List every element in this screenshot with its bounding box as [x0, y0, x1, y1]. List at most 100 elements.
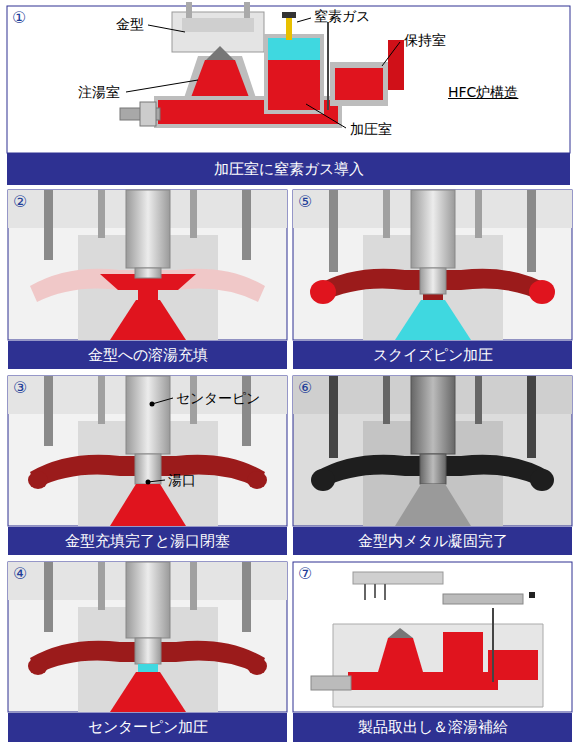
filling-panel-part [138, 278, 158, 302]
squeeze-panel-part [420, 268, 446, 294]
gate-closing-panel-part [98, 376, 105, 424]
callout-number: ① [12, 9, 26, 27]
gate-closing-panel-part [152, 398, 173, 404]
step-caption: 加圧室に窒素ガス導入 [214, 160, 364, 179]
solidified-panel-part [293, 376, 572, 526]
furnace-panel-part [268, 60, 320, 110]
solidified-panel-part [329, 376, 338, 458]
step-caption: センターピン加圧 [88, 718, 208, 737]
furnace-panel-part [148, 25, 185, 32]
step-band: スクイズピン加圧 [293, 341, 572, 369]
squeeze-panel-part [329, 190, 338, 272]
callout-number: ③ [13, 379, 27, 397]
gate-closing-panel-part [44, 376, 53, 446]
solidified-panel-part [530, 469, 554, 491]
removal-panel-part [333, 624, 543, 707]
squeeze-panel-part [383, 190, 390, 238]
center-pin-panel-part [44, 562, 53, 632]
part-label: 注湯室 [78, 84, 120, 100]
step-band: 金型への溶湯充填 [8, 341, 287, 369]
furnace-panel-part [297, 18, 311, 22]
removal-panel-part [443, 594, 523, 604]
part-label: HFC炉構造 [448, 84, 518, 100]
step-caption: 金型への溶湯充填 [88, 346, 208, 365]
squeeze-panel-part [395, 300, 471, 340]
squeeze-panel-part [310, 280, 336, 304]
solidified-panel-part [475, 376, 482, 424]
callout-number: ② [13, 193, 27, 211]
step-band: 金型内メタル凝固完了 [293, 527, 572, 555]
removal-panel-part [293, 562, 572, 712]
filling-panel-part [190, 190, 197, 238]
gate-closing-panel-part [126, 376, 170, 454]
gate-closing-panel-part [30, 455, 265, 488]
part-label: 加圧室 [350, 121, 392, 137]
center-pin-panel-part [98, 562, 105, 610]
furnace-panel-part [140, 102, 156, 126]
removal-panel-part [388, 628, 413, 638]
furnace-panel-part [182, 18, 254, 32]
filling-panel-part [98, 190, 105, 238]
solidified-panel-part [420, 454, 446, 484]
center-pin-panel-part [126, 562, 170, 638]
part-label: 保持室 [404, 32, 446, 48]
squeeze-panel-part [293, 190, 572, 340]
center-pin-panel-part [190, 562, 197, 610]
filling-panel-part [126, 190, 170, 268]
center-pin-panel-part [8, 562, 287, 712]
solidified-panel-part [315, 455, 550, 488]
part-label: 湯口 [168, 472, 196, 488]
removal-panel-part [374, 584, 376, 598]
step-band: 製品取出し＆溶湯補給 [293, 713, 572, 742]
furnace-panel-part [306, 104, 346, 128]
gate-closing-panel-part [242, 376, 251, 446]
removal-panel-part [443, 632, 483, 690]
furnace-panel-part [126, 80, 198, 92]
furnace-panel-part [330, 62, 388, 106]
removal-panel-part [311, 676, 351, 690]
solidified-panel-part [395, 484, 471, 526]
callout-number: ⑥ [298, 379, 312, 397]
furnace-panel-part [282, 12, 296, 18]
squeeze-panel-part [411, 190, 455, 268]
removal-panel-part [488, 650, 538, 680]
furnace-panel-part [268, 38, 320, 60]
gate-closing-panel-part [8, 376, 287, 526]
gate-closing-panel-part [135, 454, 161, 484]
filling-panel-part [135, 268, 161, 278]
removal-panel-part [378, 638, 423, 672]
center-pin-panel [8, 562, 287, 712]
center-pin-panel-part [110, 672, 186, 712]
removal-panel [293, 562, 572, 712]
squeeze-panel-part [315, 269, 550, 302]
step-caption: 製品取出し＆溶湯補給 [358, 718, 508, 737]
squeeze-panel-part [527, 190, 536, 272]
callout-number: ⑤ [298, 193, 312, 211]
step-band: 加圧室に窒素ガス導入 [7, 153, 570, 185]
step-band: 金型充填完了と湯口閉塞 [8, 527, 287, 555]
center-pin-panel-part [138, 664, 158, 672]
gate-closing-panel-part [148, 480, 165, 482]
squeeze-panel-part [475, 190, 482, 238]
furnace-panel-part [335, 68, 383, 100]
filling-panel-part [30, 269, 265, 302]
center-pin-panel-part [247, 657, 267, 675]
furnace-panel [7, 2, 570, 153]
center-pin-panel-part [135, 638, 161, 664]
furnace-panel-part [382, 42, 400, 66]
part-label: センターピン [176, 390, 260, 406]
furnace-panel-part [172, 12, 264, 52]
removal-panel-part [364, 584, 366, 600]
furnace-panel-part [206, 46, 234, 60]
solidified-panel [293, 376, 572, 526]
furnace-panel-part [264, 34, 324, 114]
squeeze-panel-part [529, 280, 555, 304]
gate-closing-panel-part [247, 471, 267, 489]
removal-panel-part [492, 608, 494, 682]
furnace-panel-part [286, 16, 292, 40]
solidified-panel-part [411, 376, 455, 454]
solidified-panel-part [311, 469, 335, 491]
step-caption: 金型内メタル凝固完了 [358, 532, 508, 551]
step-caption: 金型充填完了と湯口閉塞 [65, 532, 230, 551]
